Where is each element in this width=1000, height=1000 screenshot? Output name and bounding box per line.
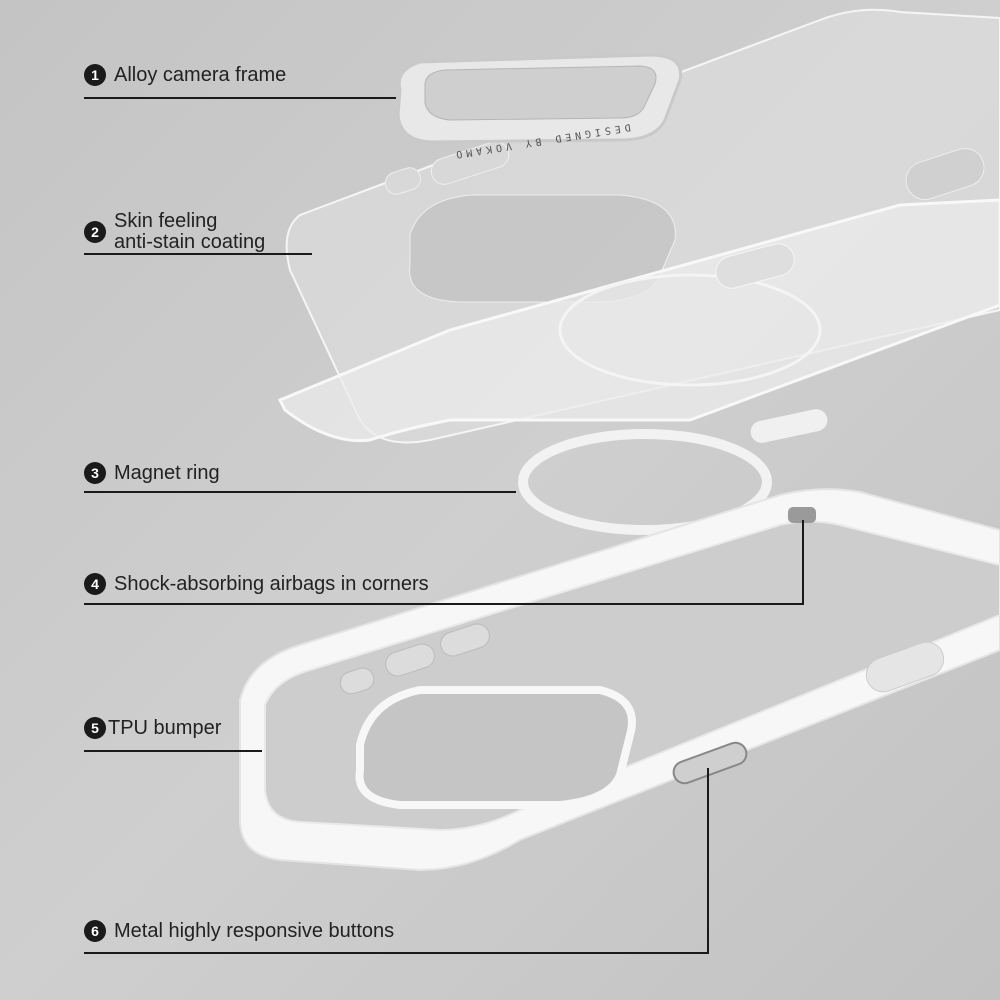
callout-number: 1 (84, 64, 106, 86)
callout-text: Shock-absorbing airbags in corners (114, 572, 429, 595)
callout-number: 5 (84, 717, 106, 739)
magnet-ring (518, 409, 828, 535)
leader-line (84, 952, 709, 954)
callout-text: Alloy camera frame (114, 63, 287, 86)
callout-metal-buttons: 6 Metal highly responsive buttons (84, 920, 394, 942)
callout-text: Magnet ring (114, 461, 220, 484)
leader-line (84, 750, 262, 752)
leader-line (84, 253, 312, 255)
callout-number: 2 (84, 221, 106, 243)
callout-text: Metal highly responsive buttons (114, 919, 395, 942)
callout-magnet-ring: 3 Magnet ring (84, 462, 220, 484)
leader-line (84, 491, 516, 493)
coating-sheet (277, 198, 1000, 443)
leader-line (84, 603, 804, 605)
callout-airbags: 4 Shock-absorbing airbags in corners (84, 573, 429, 595)
leader-line (707, 768, 709, 953)
callout-alloy-camera-frame: 1 Alloy camera frame (84, 64, 286, 86)
callout-number: 6 (84, 920, 106, 942)
leader-line (802, 520, 804, 604)
leader-line (84, 97, 396, 99)
callout-text-line2: anti-stain coating (114, 231, 266, 253)
callout-text-line1: Skin feeling (114, 210, 218, 232)
callout-tpu-bumper: 5 TPU bumper (84, 717, 221, 739)
callout-number: 3 (84, 462, 106, 484)
callout-number: 4 (84, 573, 106, 595)
callout-text: TPU bumper (108, 716, 222, 739)
tpu-bumper (239, 488, 1000, 872)
